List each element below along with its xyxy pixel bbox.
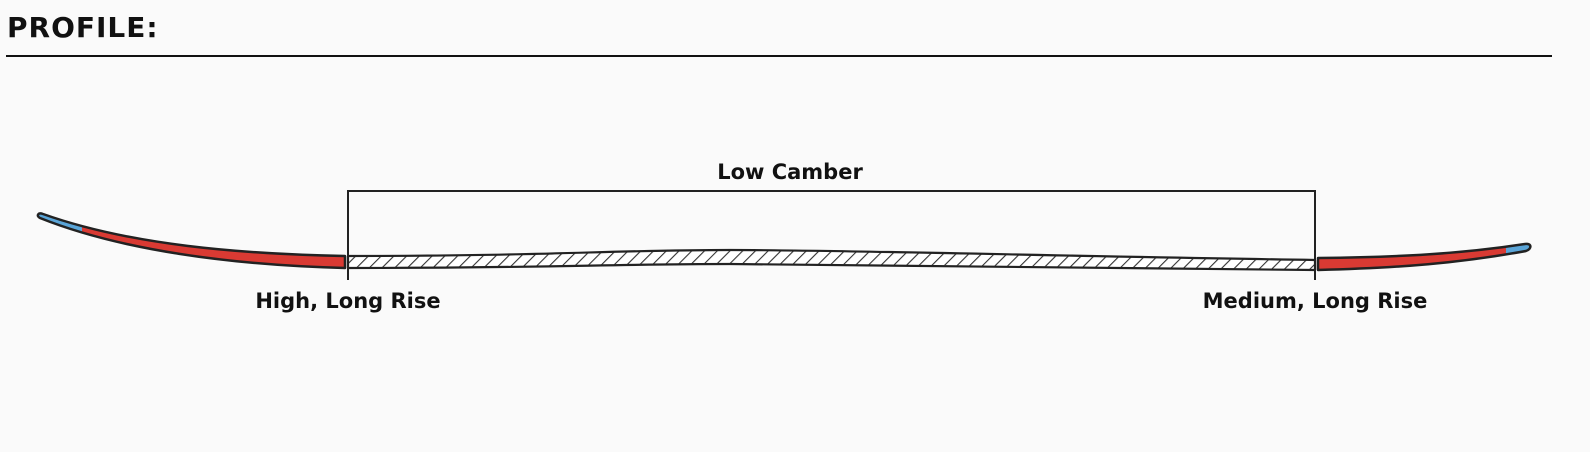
tail-tip-fill — [37, 213, 82, 268]
camber-zone-label: Low Camber — [717, 160, 863, 184]
title-divider — [6, 55, 1552, 57]
camber-zone-bracket — [347, 190, 1316, 262]
nose-rise-section — [1316, 242, 1532, 272]
tail-rise-label: High, Long Rise — [255, 289, 440, 313]
nose-rise-label: Medium, Long Rise — [1203, 289, 1428, 313]
tail-rise-section — [36, 212, 347, 270]
nose-tip-fill — [1506, 243, 1531, 270]
camber-section — [346, 248, 1317, 272]
page-title: PROFILE: — [7, 11, 159, 44]
